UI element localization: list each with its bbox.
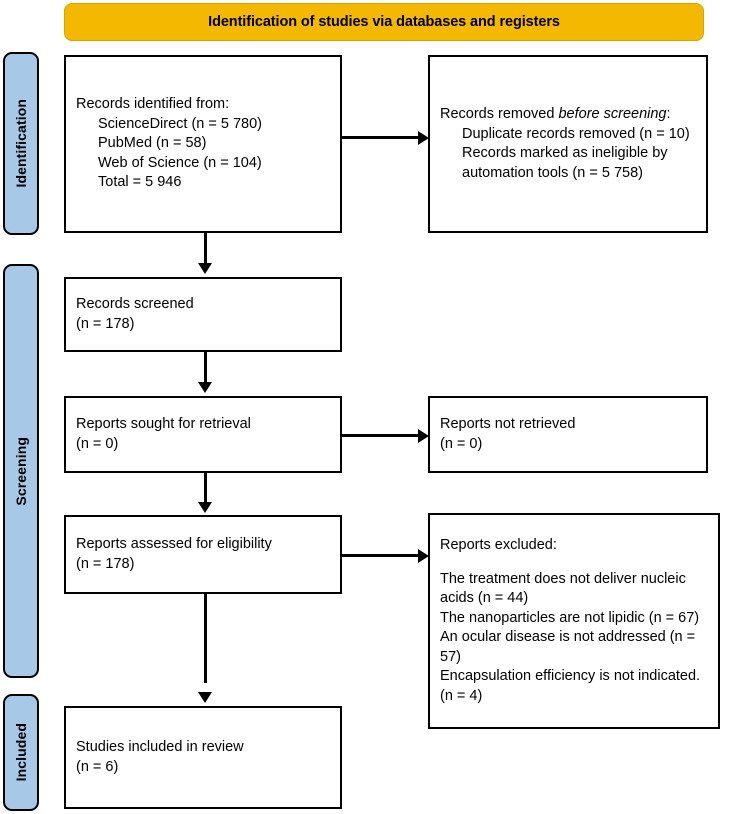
records-screened-count: (n = 178) [76, 315, 135, 332]
arrowhead-identified-to-removed [418, 130, 429, 145]
connector-sought-to-assessed [204, 473, 207, 504]
reports-assessed-label: Reports assessed for eligibility [76, 536, 272, 552]
reports-excluded-title: Reports excluded: [440, 537, 557, 553]
records-removed-title-prefix: Records removed [440, 106, 559, 122]
records-identified-source: ScienceDirect (n = 5 780) [98, 115, 263, 132]
reports-excluded-reason: An ocular disease is not addressed (n = … [440, 629, 700, 665]
connector-assessed-to-included [204, 594, 207, 683]
arrowhead-sought-to-assessed [198, 502, 213, 513]
box-reports-assessed: Reports assessed for eligibility (n = 17… [64, 515, 342, 594]
connector-screened-to-sought [204, 352, 207, 384]
connector-identified-to-screened [204, 233, 207, 265]
reports-not-retrieved-count: (n = 0) [440, 435, 483, 452]
box-records-removed: Records removed before screening: Duplic… [428, 55, 708, 233]
records-identified-source: PubMed (n = 58) [98, 135, 207, 152]
records-removed-reason: Records marked as ineligible by automati… [462, 145, 672, 181]
connector-identified-to-removed [342, 136, 420, 139]
connector-sought-to-not-retrieved [342, 434, 420, 437]
stage-bar-included: Included [3, 694, 39, 811]
studies-included-count: (n = 6) [76, 758, 119, 775]
arrowhead-assessed-to-included [198, 692, 213, 703]
records-removed-reason: Duplicate records removed (n = 10) [462, 125, 690, 142]
arrowhead-assessed-to-excluded [418, 548, 429, 563]
arrowhead-identified-to-screened [198, 263, 213, 274]
box-records-screened: Records screened (n = 178) [64, 277, 342, 352]
records-removed-title: Records removed before screening: [440, 105, 696, 125]
stage-bar-screening: Screening [3, 264, 39, 678]
reports-sought-label: Reports sought for retrieval [76, 416, 251, 432]
records-screened-label: Records screened [76, 296, 194, 312]
spacer [440, 556, 708, 570]
stage-label-included: Included [13, 723, 29, 782]
reports-excluded-reason: Encapsulation efficiency is not indicate… [440, 668, 705, 704]
arrowhead-sought-to-not-retrieved [418, 428, 429, 443]
records-identified-total: Total = 5 946 [98, 174, 182, 191]
reports-not-retrieved-label: Reports not retrieved [440, 416, 576, 432]
reports-assessed-count: (n = 178) [76, 555, 135, 572]
records-identified-source: Web of Science (n = 104) [98, 154, 262, 171]
records-identified-title: Records identified from: [76, 96, 230, 113]
reports-sought-count: (n = 0) [76, 435, 119, 452]
box-reports-not-retrieved: Reports not retrieved (n = 0) [428, 396, 708, 473]
reports-excluded-reason: The nanoparticles are not lipidic (n = 6… [440, 609, 700, 626]
records-removed-title-emphasis: before screening [558, 106, 667, 122]
box-reports-excluded: Reports excluded: The treatment does not… [428, 513, 720, 729]
stage-label-identification: Identification [13, 99, 29, 188]
records-removed-title-suffix: : [666, 106, 671, 122]
box-records-identified: Records identified from: ScienceDirect (… [64, 55, 342, 233]
arrowhead-screened-to-sought [198, 382, 213, 393]
box-studies-included: Studies included in review (n = 6) [64, 706, 342, 809]
connector-assessed-to-excluded [342, 554, 420, 557]
box-reports-sought: Reports sought for retrieval (n = 0) [64, 396, 342, 473]
stage-label-screening: Screening [13, 436, 29, 506]
header-banner: Identification of studies via databases … [64, 3, 704, 41]
reports-excluded-reason: The treatment does not deliver nucleic a… [440, 570, 690, 607]
studies-included-label: Studies included in review [76, 739, 244, 755]
stage-bar-identification: Identification [3, 52, 39, 235]
header-title: Identification of studies via databases … [208, 14, 560, 30]
